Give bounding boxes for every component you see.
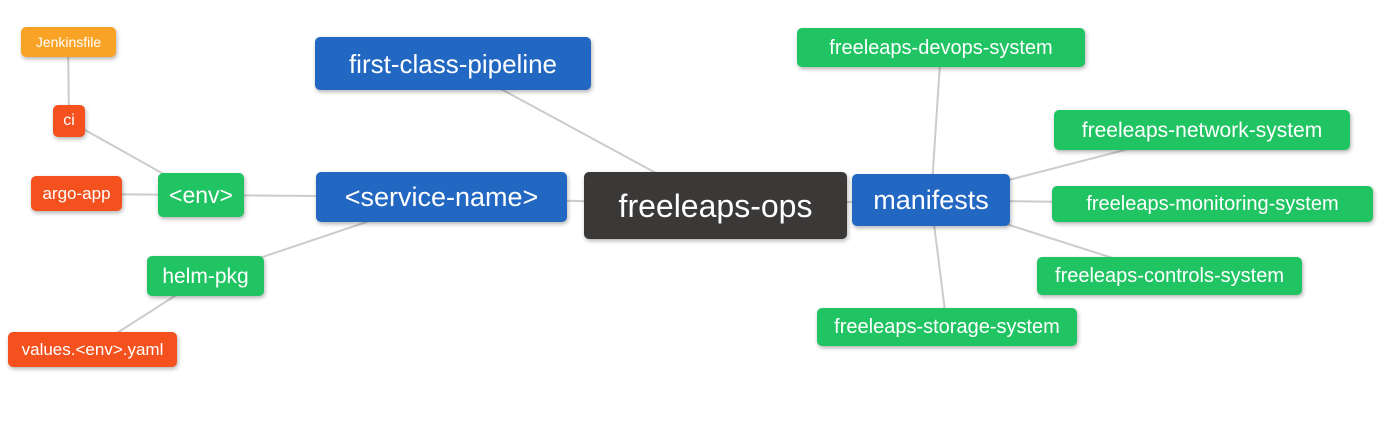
node-values-env-yaml[interactable]: values.<env>.yaml [8, 332, 177, 367]
node-jenkinsfile[interactable]: Jenkinsfile [21, 27, 116, 57]
node-env[interactable]: <env> [158, 173, 244, 217]
node-freeleaps-controls-system[interactable]: freeleaps-controls-system [1037, 257, 1302, 295]
node-freeleaps-ops[interactable]: freeleaps-ops [584, 172, 847, 239]
node-freeleaps-network-system[interactable]: freeleaps-network-system [1054, 110, 1350, 150]
node-first-class-pipeline[interactable]: first-class-pipeline [315, 37, 591, 90]
node-manifests[interactable]: manifests [852, 174, 1010, 226]
node-freeleaps-storage-system[interactable]: freeleaps-storage-system [817, 308, 1077, 346]
node-service-name[interactable]: <service-name> [316, 172, 567, 222]
node-helm-pkg[interactable]: helm-pkg [147, 256, 264, 296]
node-ci[interactable]: ci [53, 105, 85, 137]
node-argo-app[interactable]: argo-app [31, 176, 122, 211]
node-freeleaps-monitoring-system[interactable]: freeleaps-monitoring-system [1052, 186, 1373, 222]
node-freeleaps-devops-system[interactable]: freeleaps-devops-system [797, 28, 1085, 67]
